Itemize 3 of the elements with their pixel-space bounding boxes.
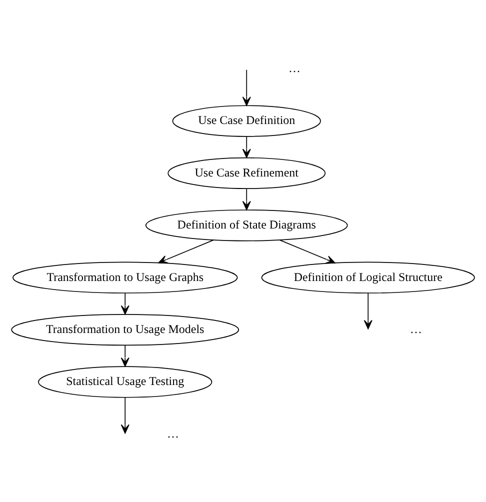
label: … <box>288 60 301 74</box>
label: … <box>167 426 180 440</box>
label: … <box>410 321 422 336</box>
